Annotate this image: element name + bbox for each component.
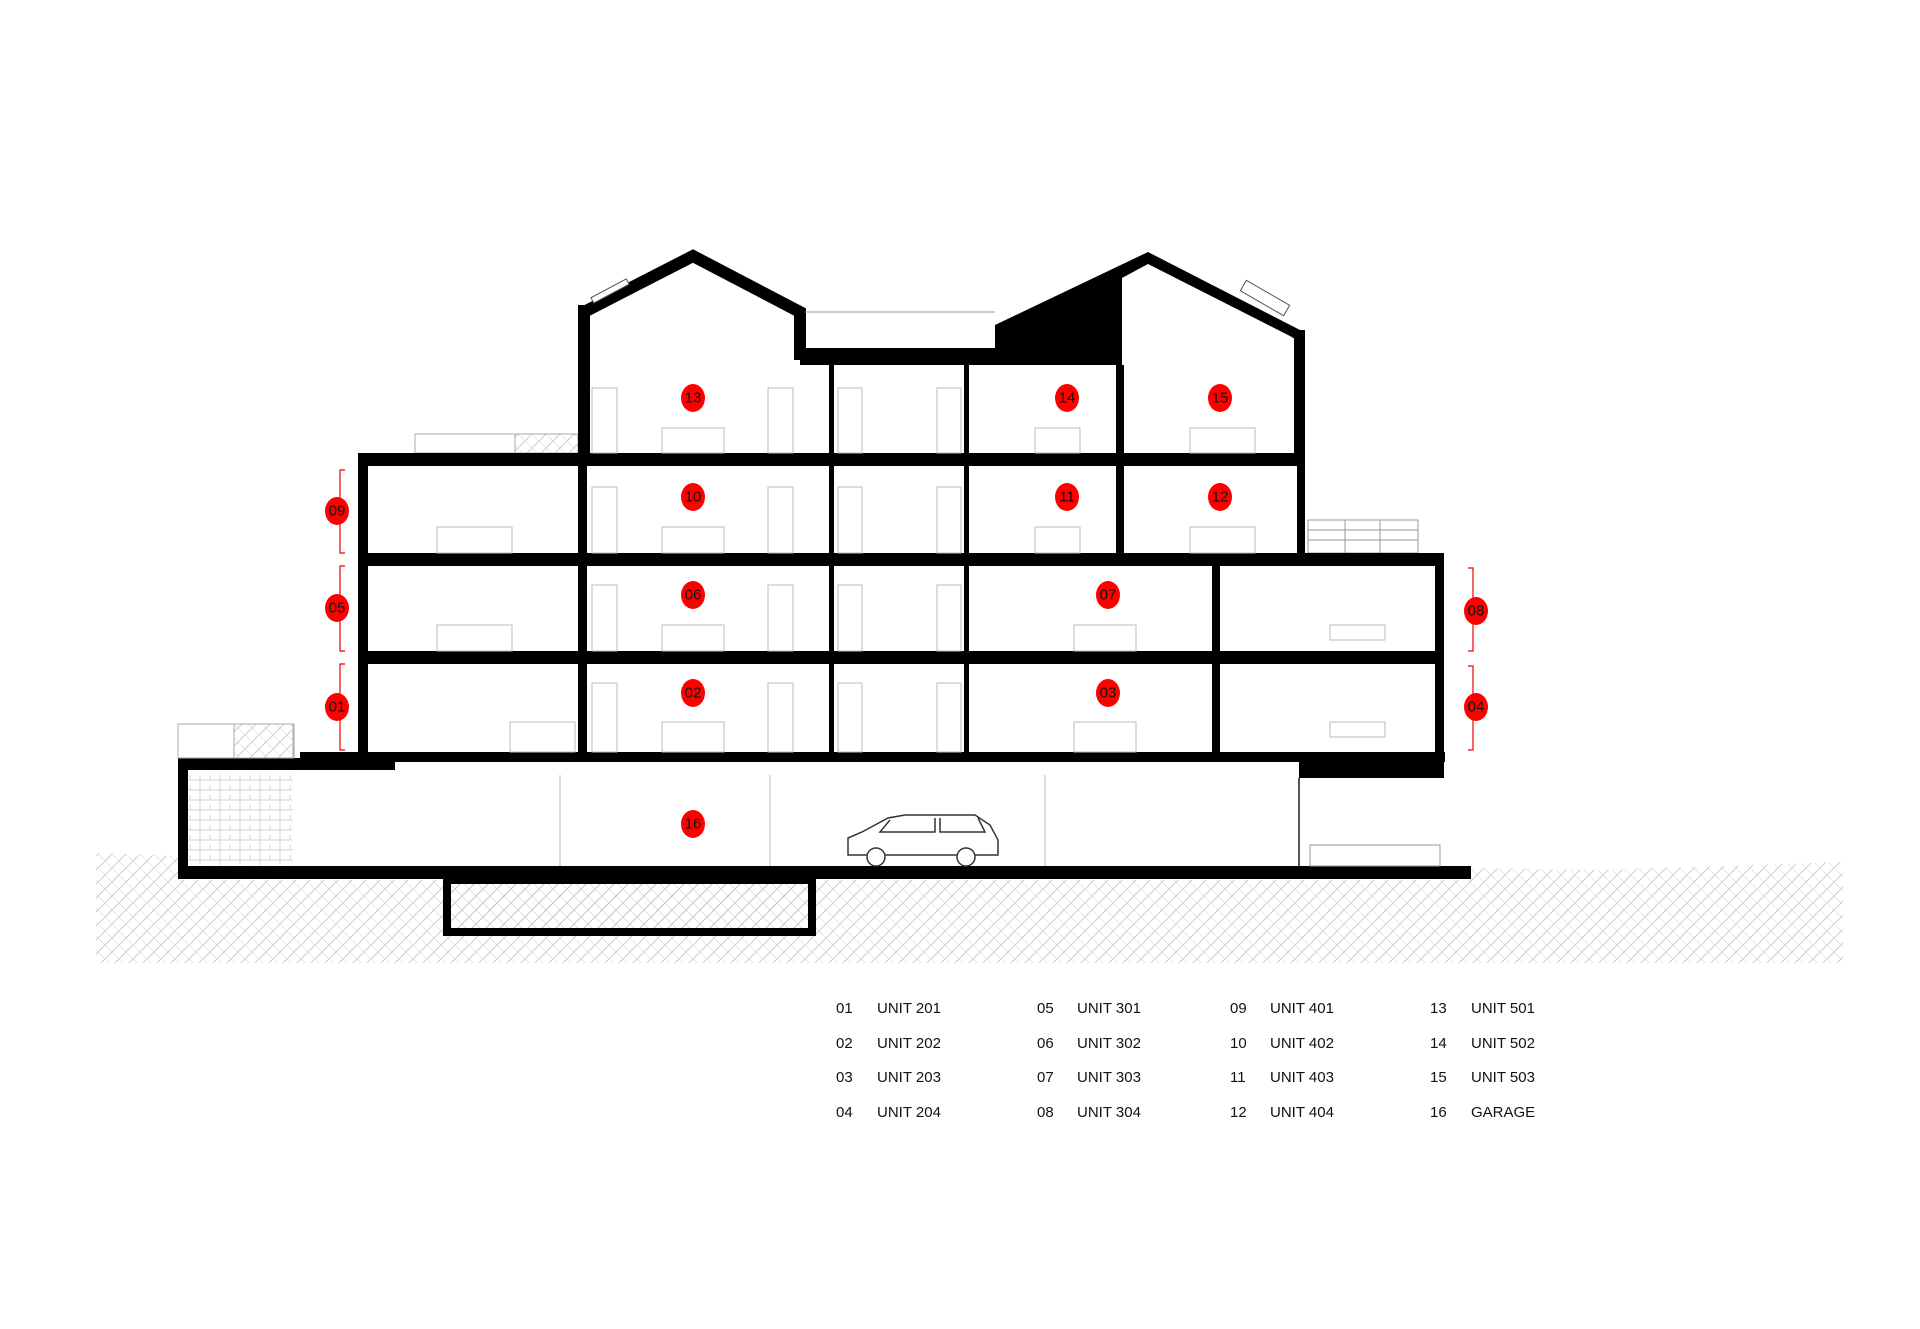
car-icon: [847, 814, 999, 867]
unit-marker-12: 12: [1208, 483, 1232, 511]
marker-circle: [1096, 581, 1120, 609]
marker-circle: [681, 384, 705, 412]
unit-marker-01: 01: [325, 693, 349, 721]
marker-label: 11: [1059, 489, 1075, 506]
marker-circle: [681, 581, 705, 609]
marker-label: 02: [685, 685, 702, 702]
unit-marker-16: 16: [681, 810, 705, 838]
unit-marker-15: 15: [1208, 384, 1232, 412]
marker-circle: [681, 810, 705, 838]
marker-label: 06: [685, 587, 702, 604]
unit-marker-10: 10: [681, 483, 705, 511]
unit-marker-09: 09: [325, 497, 349, 525]
marker-label: 09: [329, 503, 346, 520]
right-terrace-railing: [1307, 519, 1419, 554]
marker-label: 07: [1100, 587, 1117, 604]
marker-label: 05: [329, 600, 346, 617]
unit-marker-03: 03: [1096, 679, 1120, 707]
unit-marker-02: 02: [681, 679, 705, 707]
unit-markers: 01 02 03 04 05 06 07 08 09 10 11 12 13 14 15 16: [325, 384, 1488, 838]
marker-label: 16: [685, 816, 702, 833]
marker-circle: [1055, 483, 1079, 511]
marker-circle: [325, 497, 349, 525]
marker-label: 01: [329, 699, 346, 716]
marker-circle: [325, 594, 349, 622]
unit-marker-06: 06: [681, 581, 705, 609]
marker-circle: [681, 679, 705, 707]
marker-label: 04: [1468, 699, 1485, 716]
marker-circle: [325, 693, 349, 721]
marker-label: 15: [1212, 390, 1229, 407]
marker-label: 08: [1468, 603, 1485, 620]
unit-marker-05: 05: [325, 594, 349, 622]
marker-circle: [1464, 597, 1488, 625]
unit-marker-14: 14: [1055, 384, 1079, 412]
structure: [358, 305, 1444, 758]
marker-label: 03: [1100, 685, 1117, 702]
garage: [178, 752, 1471, 936]
marker-label: 13: [685, 390, 702, 407]
unit-marker-08: 08: [1464, 597, 1488, 625]
unit-marker-13: 13: [681, 384, 705, 412]
marker-label: 12: [1212, 489, 1229, 506]
unit-marker-04: 04: [1464, 693, 1488, 721]
marker-circle: [1055, 384, 1079, 412]
marker-circle: [1208, 483, 1232, 511]
marker-label: 14: [1059, 390, 1076, 407]
marker-circle: [1464, 693, 1488, 721]
interior-details: [436, 387, 1386, 753]
unit-marker-11: 11: [1055, 483, 1079, 511]
roof: [578, 249, 1303, 458]
marker-circle: [1096, 679, 1120, 707]
marker-circle: [681, 483, 705, 511]
marker-circle: [1208, 384, 1232, 412]
marker-label: 10: [685, 489, 702, 506]
unit-marker-07: 07: [1096, 581, 1120, 609]
